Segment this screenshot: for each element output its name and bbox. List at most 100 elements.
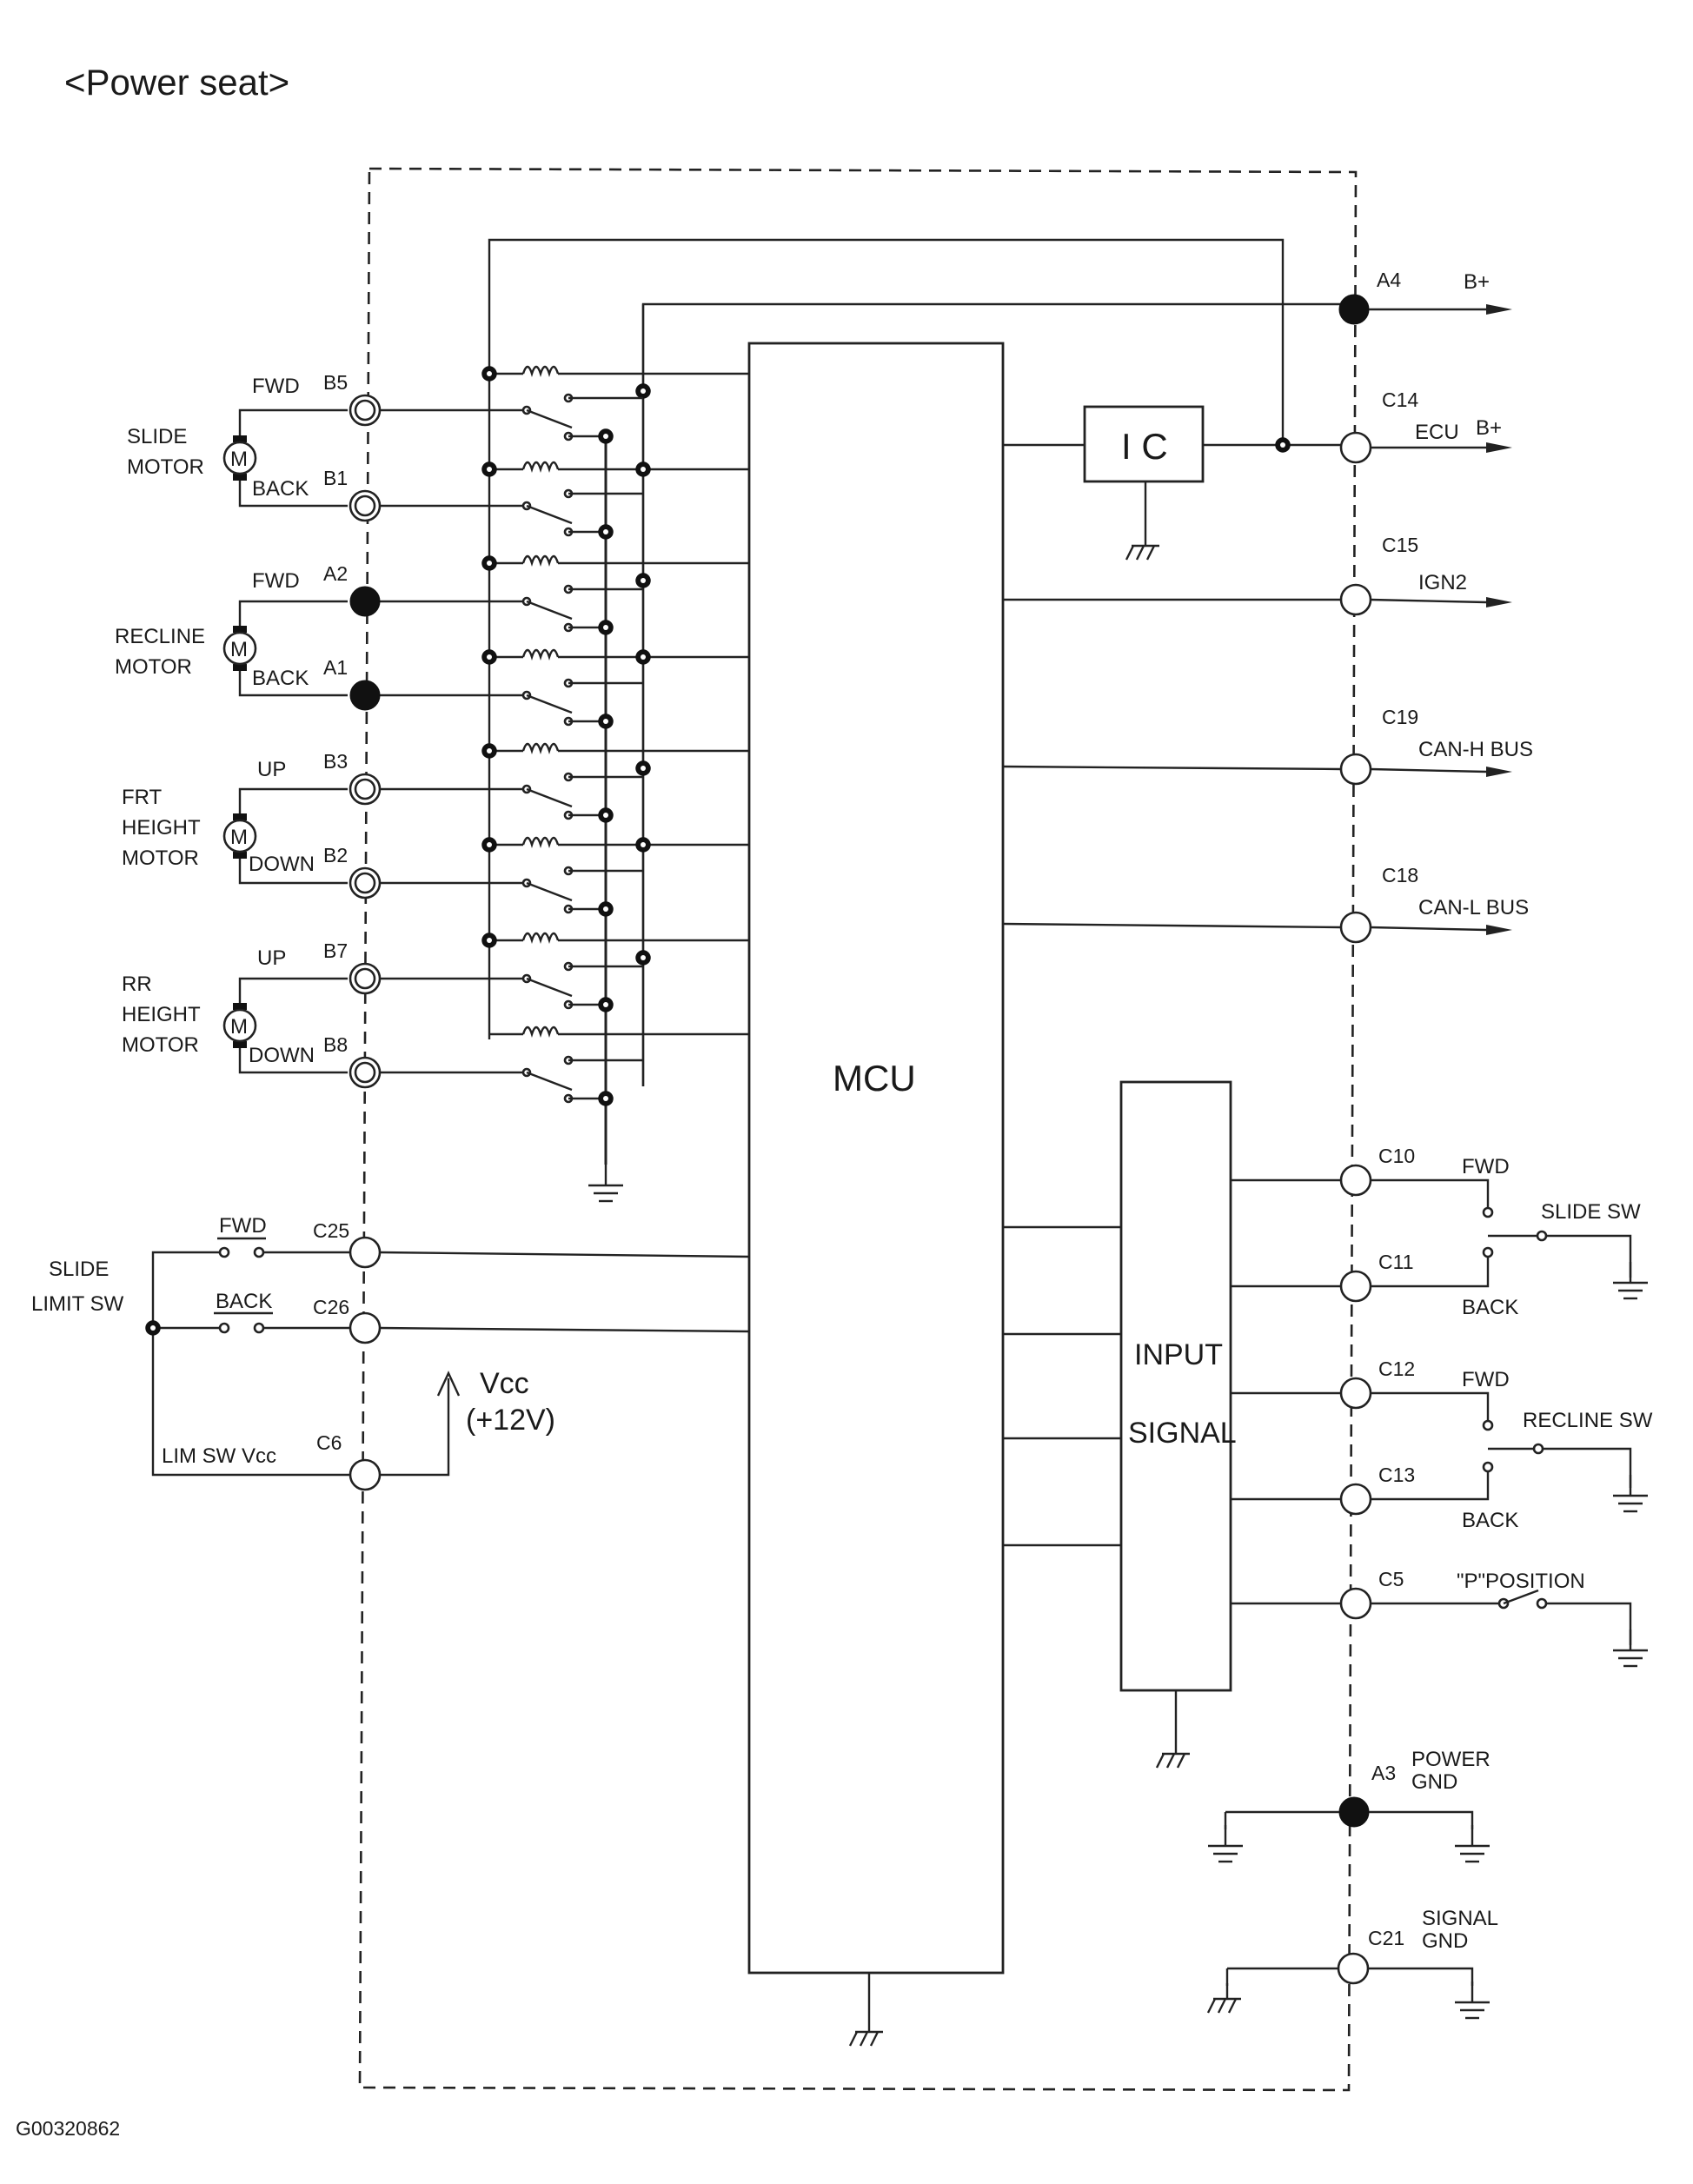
- vcc-value: (+12V): [466, 1404, 555, 1437]
- relay-contact: [380, 488, 643, 540]
- terminal-c18: [1339, 911, 1372, 944]
- relay-coil: [481, 554, 749, 588]
- terminal-a1: A1 BACK: [252, 656, 381, 711]
- slide-limit-switch: SLIDE LIMIT SW FWD BACK LIM SW Vcc C25 C…: [31, 1214, 750, 1491]
- pin-b5: B5: [323, 371, 348, 394]
- motor-symbol: M: [230, 448, 248, 471]
- label-b7: UP: [257, 946, 286, 970]
- label-c12: FWD: [1462, 1368, 1510, 1391]
- limit-vcc-label: LIM SW Vcc: [162, 1444, 276, 1468]
- relay-contact: [380, 393, 643, 444]
- input-label-1: INPUT: [1134, 1338, 1223, 1371]
- relay-coil: [481, 932, 749, 966]
- right-connectors: A4 B+ C14 ECU B+ C15 IGN2 C19 CAN-H BUS …: [1002, 269, 1653, 2020]
- pin-a3: A3: [1371, 1762, 1396, 1784]
- terminal-c13: [1339, 1483, 1372, 1516]
- pin-c26: C26: [313, 1296, 349, 1318]
- pin-c6: C6: [316, 1431, 342, 1454]
- terminal-c12: [1339, 1377, 1372, 1410]
- relay-contact: [380, 1055, 643, 1106]
- pin-b7: B7: [323, 939, 348, 962]
- label-a3-2: GND: [1411, 1770, 1457, 1794]
- motor-label: RECLINE: [115, 625, 205, 648]
- pin-c25: C25: [313, 1219, 349, 1242]
- terminal-c6: [349, 1458, 382, 1491]
- terminal-c21: [1337, 1952, 1370, 1985]
- relay-contact: [380, 961, 643, 1012]
- terminal-c10: [1339, 1164, 1372, 1197]
- input-label-2: SIGNAL: [1128, 1417, 1237, 1450]
- terminal-b7: B7 UP: [257, 939, 382, 995]
- ic-block: [1083, 405, 1205, 483]
- pin-c11: C11: [1378, 1251, 1414, 1273]
- label-c15: IGN2: [1418, 571, 1467, 594]
- motor-label: MOTOR: [127, 455, 204, 479]
- limit-back-label: BACK: [216, 1290, 272, 1313]
- limit-fwd-label: FWD: [219, 1214, 267, 1238]
- mcu-label: MCU: [833, 1058, 916, 1099]
- motor-frt: M FRT HEIGHT MOTOR: [122, 786, 348, 885]
- recline-sw-label: RECLINE SW: [1523, 1409, 1653, 1432]
- pin-c19: C19: [1382, 706, 1418, 728]
- terminal-b5: B5 FWD: [252, 371, 382, 427]
- label-c10: FWD: [1462, 1155, 1510, 1178]
- relay-contact: [380, 584, 643, 635]
- vcc-label: Vcc: [480, 1367, 529, 1400]
- label-c19: CAN-H BUS: [1418, 738, 1533, 761]
- page-title: <Power seat>: [64, 62, 289, 103]
- label-c18: CAN-L BUS: [1418, 896, 1529, 919]
- terminal-c14: [1339, 431, 1372, 464]
- terminal-c5: [1339, 1587, 1372, 1620]
- label-c14: ECU: [1415, 421, 1459, 444]
- terminal-c26: [349, 1311, 382, 1344]
- input-signal-block: [1119, 1080, 1232, 1692]
- label-c13: BACK: [1462, 1509, 1518, 1532]
- label-b2: DOWN: [249, 853, 315, 876]
- motor-symbol: M: [230, 638, 248, 661]
- motor-symbol: M: [230, 826, 248, 849]
- relay-coil: [481, 836, 749, 853]
- terminal-c25: [349, 1236, 382, 1269]
- pin-c10: C10: [1378, 1145, 1415, 1167]
- terminal-c15: [1339, 583, 1372, 616]
- pin-c21: C21: [1368, 1927, 1404, 1949]
- motor-label: SLIDE: [127, 425, 187, 448]
- label-c14-b: B+: [1476, 416, 1502, 440]
- figure-id: G00320862: [16, 2117, 120, 2140]
- label-c21-1: SIGNAL: [1422, 1907, 1498, 1930]
- label-c11: BACK: [1462, 1296, 1518, 1319]
- pin-a4: A4: [1377, 269, 1401, 291]
- pin-a2: A2: [323, 562, 348, 585]
- label-b5: FWD: [252, 375, 300, 398]
- motor-label: MOTOR: [122, 846, 199, 870]
- module-boundary: [358, 167, 1358, 2092]
- motor-label: HEIGHT: [122, 1003, 201, 1026]
- terminal-a4: [1338, 294, 1370, 325]
- relay-coil: [481, 648, 749, 665]
- ic-label: I C: [1121, 426, 1168, 467]
- label-a1: BACK: [252, 667, 309, 690]
- motor-label: MOTOR: [122, 1033, 199, 1057]
- label-b3: UP: [257, 758, 286, 781]
- motor-label: HEIGHT: [122, 816, 201, 840]
- motor-label: RR: [122, 973, 152, 996]
- relay-contact: [380, 678, 643, 729]
- relay-coil: [489, 1026, 749, 1036]
- label-c21-2: GND: [1422, 1929, 1468, 1953]
- terminal-a3: [1338, 1796, 1370, 1828]
- slide-sw-label: SLIDE SW: [1541, 1200, 1641, 1224]
- label-a2: FWD: [252, 569, 300, 593]
- pin-a1: A1: [323, 656, 348, 679]
- relay-coil: [481, 742, 749, 776]
- pin-c5: C5: [1378, 1568, 1404, 1590]
- label-c5: "P"POSITION: [1457, 1570, 1585, 1593]
- pin-c12: C12: [1378, 1358, 1415, 1380]
- label-a3-1: POWER: [1411, 1748, 1491, 1771]
- motor-label: FRT: [122, 786, 163, 809]
